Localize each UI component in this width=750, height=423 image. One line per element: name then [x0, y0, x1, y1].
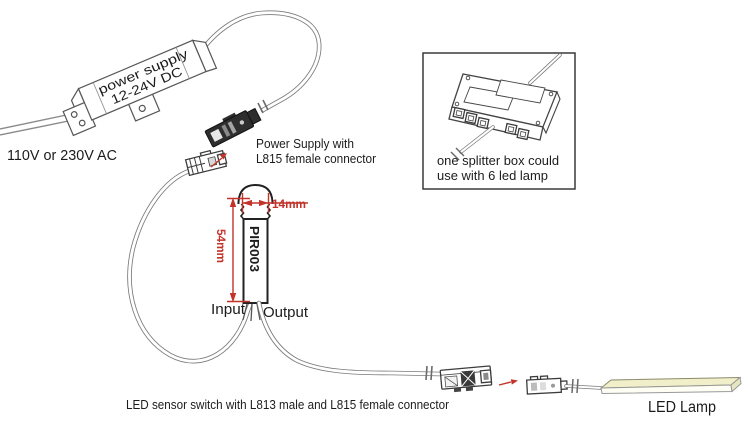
cable-ferrule-icon	[425, 365, 433, 381]
supply-cable	[194, 10, 322, 114]
splitter-ports	[452, 106, 530, 141]
power-supply-unit: power supply 12-24V DC	[62, 39, 218, 137]
cable-ferrule-icon	[571, 378, 579, 394]
sensor-output-cable	[256, 300, 443, 381]
splitter-box-illustration	[448, 53, 562, 161]
splitter-inset-box: one splitter box could use with 6 led la…	[422, 52, 576, 190]
dim-14mm: 14mm	[241, 193, 308, 213]
lamp-wire	[564, 378, 603, 394]
input-label: Input	[211, 302, 245, 318]
supply-connector-label-line2: L815 female connector	[256, 151, 377, 166]
dim-14mm-label: 14mm	[272, 197, 306, 211]
supply-connector-label-line1: Power Supply with	[256, 136, 354, 151]
bottom-caption: LED sensor switch with L813 male and L81…	[126, 397, 450, 412]
l815-female-connector	[204, 107, 262, 148]
output-label: Output	[263, 305, 308, 321]
led-lamp-connector	[525, 375, 568, 395]
ac-input-label: 110V or 230V AC	[7, 148, 117, 164]
splitter-note-line2: use with 6 led lamp	[437, 168, 548, 183]
pir-sensor-model-label: PIR003	[247, 226, 261, 272]
dim-54mm: 54mm	[214, 197, 250, 303]
cable-ferrule-icon	[257, 99, 269, 114]
sensor-input-cable	[127, 168, 253, 364]
dim-54mm-label: 54mm	[214, 229, 228, 263]
output-male-connector	[439, 365, 493, 393]
splitter-cable	[450, 53, 562, 161]
plug-direction-arrow-icon	[210, 153, 227, 168]
plug-direction-arrow-icon	[498, 379, 518, 386]
led-lamp-label: LED Lamp	[648, 399, 716, 416]
led-lamp-strip	[599, 376, 742, 395]
l813-male-connector	[184, 149, 228, 177]
pir-sensor: PIR003	[237, 183, 274, 322]
splitter-note-line1: one splitter box could	[437, 153, 559, 168]
